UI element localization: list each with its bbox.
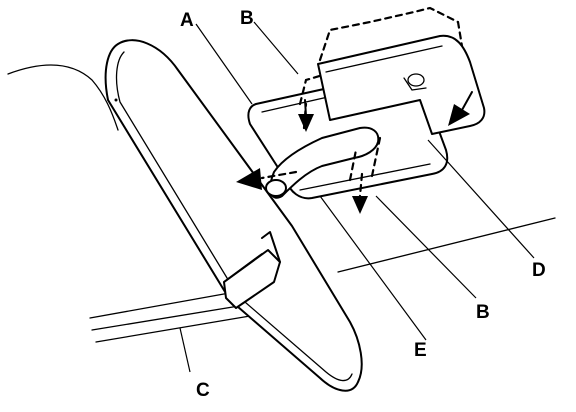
callout-d: D bbox=[532, 260, 546, 281]
mirror-arm bbox=[265, 126, 380, 199]
mirror-clip bbox=[223, 231, 281, 309]
callout-a: A bbox=[180, 10, 194, 31]
callout-b-top: B bbox=[240, 8, 254, 29]
callout-b-bottom: B bbox=[476, 302, 490, 323]
callout-c: C bbox=[196, 380, 210, 401]
upper-bracket bbox=[317, 34, 486, 135]
callout-e: E bbox=[414, 340, 427, 361]
leader-lines bbox=[179, 21, 535, 373]
callout-labels: A B C D B E bbox=[180, 8, 546, 401]
direction-arrows bbox=[236, 91, 473, 214]
